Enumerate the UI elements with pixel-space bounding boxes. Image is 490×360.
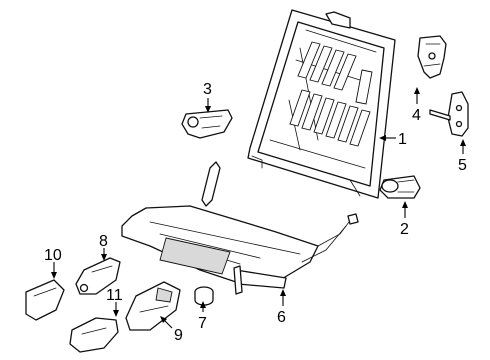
callout-leaders: [51, 87, 466, 329]
part-9-pivot-bracket[interactable]: [125, 281, 181, 331]
part-5-striker-plate[interactable]: [429, 91, 469, 137]
part-11-side-cover[interactable]: [69, 317, 119, 353]
callout-8: 8: [99, 233, 108, 250]
callout-7: 7: [198, 315, 207, 332]
callout-3: 3: [203, 81, 212, 98]
part-10-trim-cover[interactable]: [25, 279, 65, 321]
part-4-hinge-bracket[interactable]: [417, 35, 447, 79]
part-2-bushing[interactable]: [379, 175, 421, 199]
part-1-seat-back-frame[interactable]: [247, 9, 396, 199]
callout-labels: 1 2 3 4 5 6 7 8 9 10 11: [44, 81, 467, 344]
callout-5: 5: [458, 157, 467, 174]
part-7-grommet[interactable]: [194, 286, 214, 306]
callout-4: 4: [412, 107, 421, 124]
part-6-cushion-frame[interactable]: [121, 161, 359, 295]
part-8-side-bracket[interactable]: [75, 257, 121, 295]
callout-6: 6: [277, 309, 286, 326]
callout-2: 2: [400, 221, 409, 238]
callout-1: 1: [398, 131, 407, 148]
part-3-bracket[interactable]: [181, 109, 233, 139]
callout-11: 11: [106, 287, 123, 304]
callout-10: 10: [44, 247, 62, 264]
callout-9: 9: [174, 327, 183, 344]
